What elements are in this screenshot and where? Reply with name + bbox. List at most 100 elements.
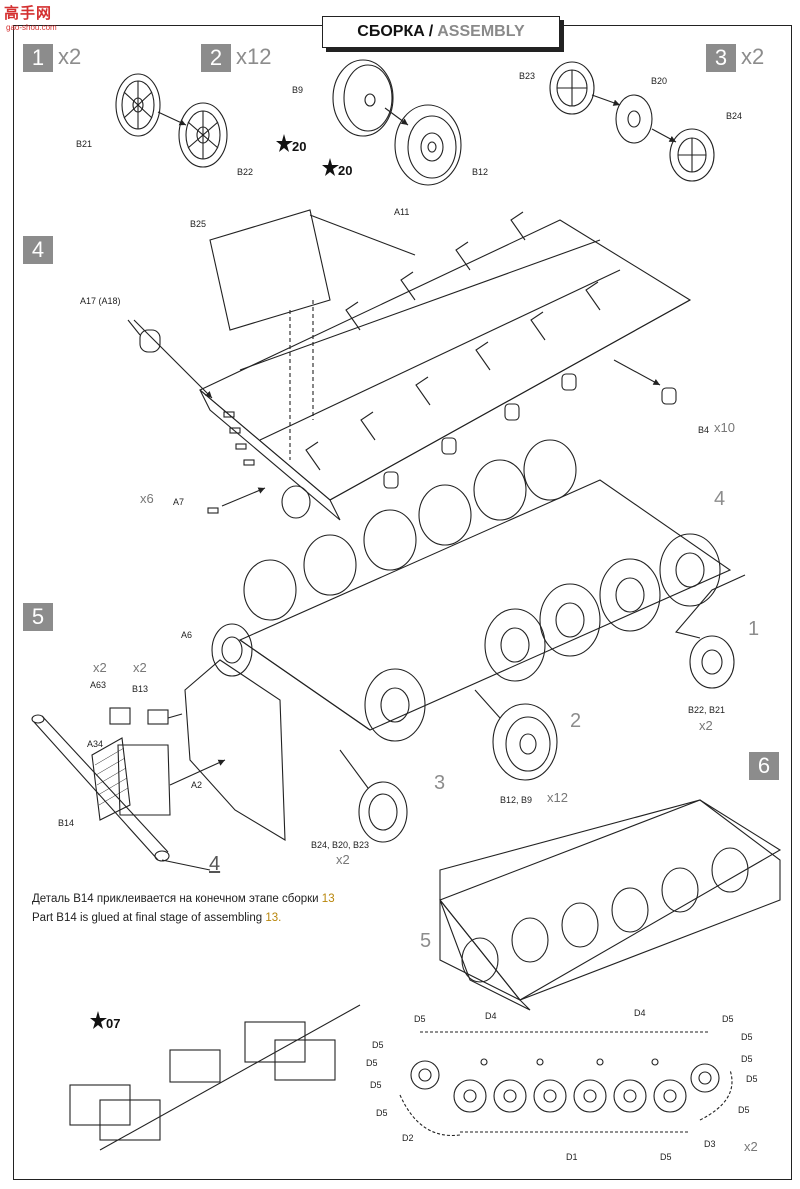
idler-hub	[281, 485, 311, 519]
bump-stops	[383, 373, 677, 489]
label-d5: D5	[376, 1108, 388, 1118]
label-a34: A34	[87, 739, 104, 749]
label-d1: D1	[566, 1152, 578, 1162]
label-sub1: B22, B21	[688, 705, 726, 715]
label-d5: D5	[722, 1014, 734, 1024]
label-b20: B20	[651, 76, 668, 86]
note-english-step: 13.	[265, 912, 282, 924]
label-b22: B22	[237, 167, 254, 177]
step-3-badge: 3	[706, 44, 736, 72]
front-sprocket	[211, 623, 253, 677]
label-a17: A17 (A18)	[80, 296, 121, 306]
star-icon	[90, 1011, 107, 1029]
road-wheel-b12	[394, 104, 462, 186]
label-a6: A6	[181, 630, 193, 640]
site-logo: 高手网 gao-shou.com	[4, 2, 74, 36]
title-english: ASSEMBLY	[437, 23, 525, 40]
mesh-a34	[91, 737, 131, 821]
star-icon	[276, 134, 293, 152]
title-russian: СБОРКА	[357, 23, 425, 40]
note-russian-step: 13	[321, 893, 335, 905]
road-wheel-set-upper	[243, 439, 577, 621]
ref-step-2: 2	[570, 710, 582, 732]
road-wheel-b22	[178, 102, 228, 168]
label-sub2: B12, B9	[500, 795, 533, 805]
page-title: СБОРКА / ASSEMBLY	[322, 16, 560, 48]
label-d2: D2	[402, 1133, 414, 1143]
label-d5: D5	[738, 1105, 750, 1115]
label-d4-right: D4	[634, 1008, 646, 1018]
fender-bracket-a63	[109, 707, 131, 725]
paint-ref-number: 20	[292, 139, 307, 154]
hull-lower	[198, 209, 692, 521]
logo-url: gao-shou.com	[6, 23, 57, 32]
label-b13: B13	[132, 684, 149, 694]
paint-ref-number: 07	[106, 1016, 121, 1031]
label-d5: D5	[741, 1054, 753, 1064]
step-2-badge: 2	[201, 44, 231, 72]
note-english: Part B14 is glued at final stage of asse…	[32, 912, 281, 924]
paint-ref-star-2: 20	[322, 157, 352, 185]
label-sub3-multiplier: x2	[336, 852, 350, 867]
headlight-b13	[147, 709, 183, 725]
label-b12: B12	[472, 167, 489, 177]
label-track-multiplier: x2	[744, 1139, 758, 1154]
label-d5: D5	[741, 1032, 753, 1042]
step-6-badge: 6	[749, 752, 779, 780]
label-b23: B23	[519, 71, 536, 81]
label-b4-multiplier: x10	[714, 420, 735, 435]
step-5-badge: 5	[23, 603, 53, 631]
ref-step-5: 5	[420, 930, 432, 952]
label-b21: B21	[76, 139, 93, 149]
label-d5: D5	[370, 1080, 382, 1090]
label-sub1-multiplier: x2	[699, 718, 713, 733]
note-russian-text: Деталь B14 приклеивается на конечном эта…	[32, 893, 319, 905]
hull-lower-assembled	[238, 479, 732, 731]
label-b9: B9	[292, 85, 304, 95]
chassis-with-tracks	[439, 799, 782, 1011]
label-d3: D3	[704, 1139, 716, 1149]
road-wheel-set-lower	[364, 533, 721, 742]
road-wheel-b21	[115, 73, 161, 137]
sub-wheel-2	[492, 703, 558, 781]
label-sub2-multiplier: x12	[547, 790, 568, 805]
label-b4: B4	[698, 425, 710, 435]
note-russian: Деталь B14 приклеивается на конечном эта…	[32, 893, 335, 905]
road-wheel-b9	[332, 59, 394, 137]
label-a7: A7	[173, 497, 185, 507]
label-a63-multiplier: x2	[93, 660, 107, 675]
label-b24: B24	[726, 111, 743, 121]
label-d4-left: D4	[485, 1011, 497, 1021]
label-b14: B14	[58, 818, 75, 828]
label-b13-multiplier: x2	[133, 660, 147, 675]
paint-ref-star-3: 07	[90, 1010, 121, 1038]
label-a7-multiplier: x6	[140, 491, 154, 506]
transmission-cover-a6	[184, 659, 286, 841]
paint-ref-star-1: 20	[276, 133, 307, 161]
label-sub3: B24, B20, B23	[311, 840, 370, 850]
label-d5: D5	[660, 1152, 672, 1162]
track-links	[69, 1004, 361, 1151]
tow-hooks-a7	[207, 411, 255, 514]
sub-wheel-1	[689, 635, 735, 689]
gun-barrel-b14	[31, 714, 170, 862]
logo-text: 高手网	[4, 5, 53, 22]
step-4-badge: 4	[23, 236, 53, 264]
label-d5: D5	[366, 1058, 378, 1068]
label-d5: D5	[414, 1014, 426, 1024]
label-a2: A2	[191, 780, 203, 790]
label-a11: A11	[394, 207, 410, 217]
ref-step-3: 3	[434, 772, 446, 794]
label-b25: B25	[190, 219, 207, 229]
title-separator: /	[428, 23, 434, 40]
sub-sprocket-3	[358, 781, 408, 843]
step-3-multiplier: x2	[741, 44, 765, 69]
sprocket-b23	[549, 61, 595, 115]
step-2-multiplier: x12	[236, 44, 272, 69]
step-1-multiplier: x2	[58, 44, 82, 69]
sprocket-b24	[669, 128, 715, 182]
note-english-text: Part B14 is glued at final stage of asse…	[32, 912, 263, 924]
label-a63: A63	[90, 680, 107, 690]
label-d5: D5	[746, 1074, 758, 1084]
